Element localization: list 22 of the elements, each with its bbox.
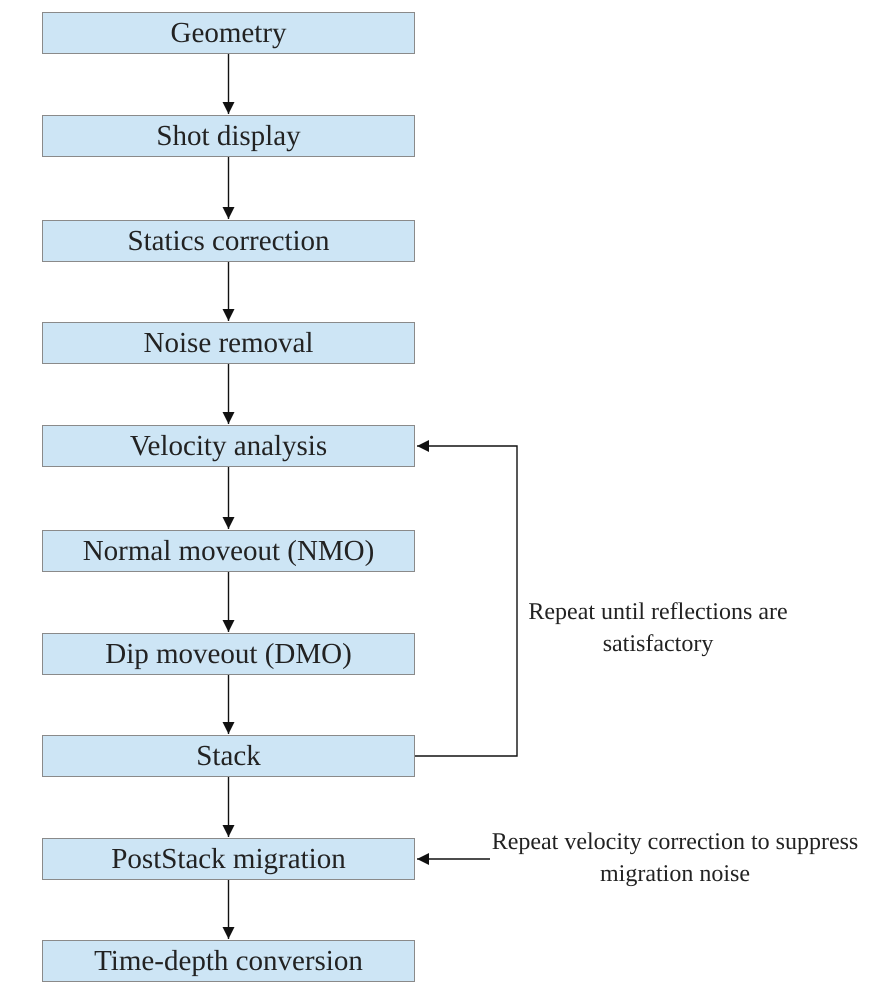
process-box: Shot display xyxy=(42,115,415,157)
arrow xyxy=(222,572,234,632)
arrow xyxy=(222,880,234,939)
arrow xyxy=(415,440,518,757)
arrow xyxy=(222,54,234,114)
arrow xyxy=(222,777,234,837)
process-box: Stack xyxy=(42,735,415,777)
process-box: Dip moveout (DMO) xyxy=(42,633,415,675)
process-box: Velocity analysis xyxy=(42,425,415,467)
arrow xyxy=(222,675,234,734)
process-box: Statics correction xyxy=(42,220,415,262)
note-text: Repeat velocity correction to suppress migration noise xyxy=(490,826,860,892)
process-box: Noise removal xyxy=(42,322,415,364)
arrow xyxy=(222,157,234,219)
arrow xyxy=(222,262,234,321)
process-box: Normal moveout (NMO) xyxy=(42,530,415,572)
arrow xyxy=(222,467,234,529)
arrow xyxy=(222,364,234,424)
process-box: Time-depth conversion xyxy=(42,940,415,982)
process-box: PostStack migration xyxy=(42,838,415,880)
arrow xyxy=(417,853,490,865)
process-box: Geometry xyxy=(42,12,415,54)
